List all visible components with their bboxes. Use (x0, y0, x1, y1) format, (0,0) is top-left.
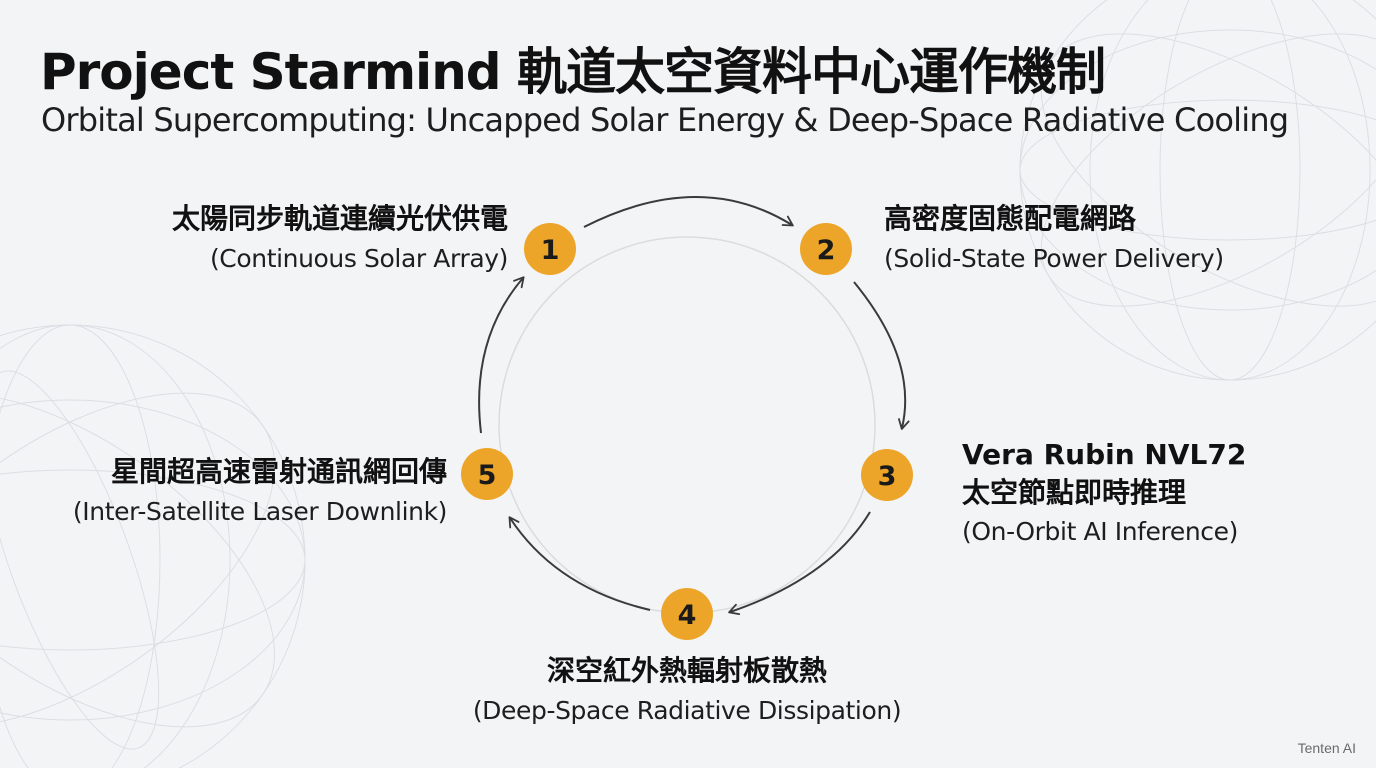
left-wireframe-sphere (0, 324, 306, 768)
step-label-2: 高密度固態配電網路 (Solid-State Power Delivery) (884, 199, 1224, 279)
arrow-3-to-4 (728, 511, 871, 616)
arrow-1-to-2 (583, 196, 794, 228)
step-1-title: 太陽同步軌道連續光伏供電 (171, 202, 508, 235)
inner-ring (498, 236, 876, 614)
arrow-4-to-5 (508, 516, 651, 611)
step-number-2: 2 (817, 235, 836, 266)
step-number-5: 5 (478, 460, 497, 491)
step-number-1: 1 (541, 235, 560, 266)
step-5-title: 星間超高速雷射通訊網回傳 (110, 455, 447, 488)
step-label-4: 深空紅外熱輻射板散熱 (Deep-Space Radiative Dissipa… (396, 651, 978, 731)
step-4-subtitle: (Deep-Space Radiative Dissipation) (472, 696, 902, 725)
arrow-5-to-1 (478, 276, 525, 434)
page-subtitle: Orbital Supercomputing: Uncapped Solar E… (41, 101, 1289, 139)
step-number-3: 3 (878, 461, 897, 492)
arrow-2-to-3 (853, 281, 910, 430)
step-3-model: Vera Rubin NVL72 (962, 438, 1247, 471)
step-2-subtitle: (Solid-State Power Delivery) (884, 244, 1224, 273)
right-wireframe-sphere (1019, 0, 1376, 381)
step-5-subtitle: (Inter-Satellite Laser Downlink) (72, 497, 447, 526)
step-label-3: Vera Rubin NVL72 太空節點即時推理 (On-Orbit AI I… (962, 436, 1246, 552)
step-3-title: 太空節點即時推理 (962, 476, 1187, 509)
step-badge-3: 3 (861, 449, 913, 501)
step-label-1: 太陽同步軌道連續光伏供電 (Continuous Solar Array) (172, 199, 508, 279)
step-label-5: 星間超高速雷射通訊網回傳 (Inter-Satellite Laser Down… (73, 452, 447, 532)
step-badge-1: 1 (524, 223, 576, 275)
step-4-title: 深空紅外熱輻射板散熱 (546, 654, 827, 687)
footer-brand: Tenten AI (1297, 740, 1356, 756)
step-3-subtitle: (On-Orbit AI Inference) (962, 517, 1238, 546)
step-badge-4: 4 (661, 588, 713, 640)
step-badge-5: 5 (461, 448, 513, 500)
page-title: Project Starmind 軌道太空資料中心運作機制 (40, 43, 1106, 101)
step-badge-2: 2 (800, 223, 852, 275)
step-number-4: 4 (678, 600, 697, 631)
step-1-subtitle: (Continuous Solar Array) (209, 244, 508, 273)
step-2-title: 高密度固態配電網路 (884, 202, 1137, 235)
